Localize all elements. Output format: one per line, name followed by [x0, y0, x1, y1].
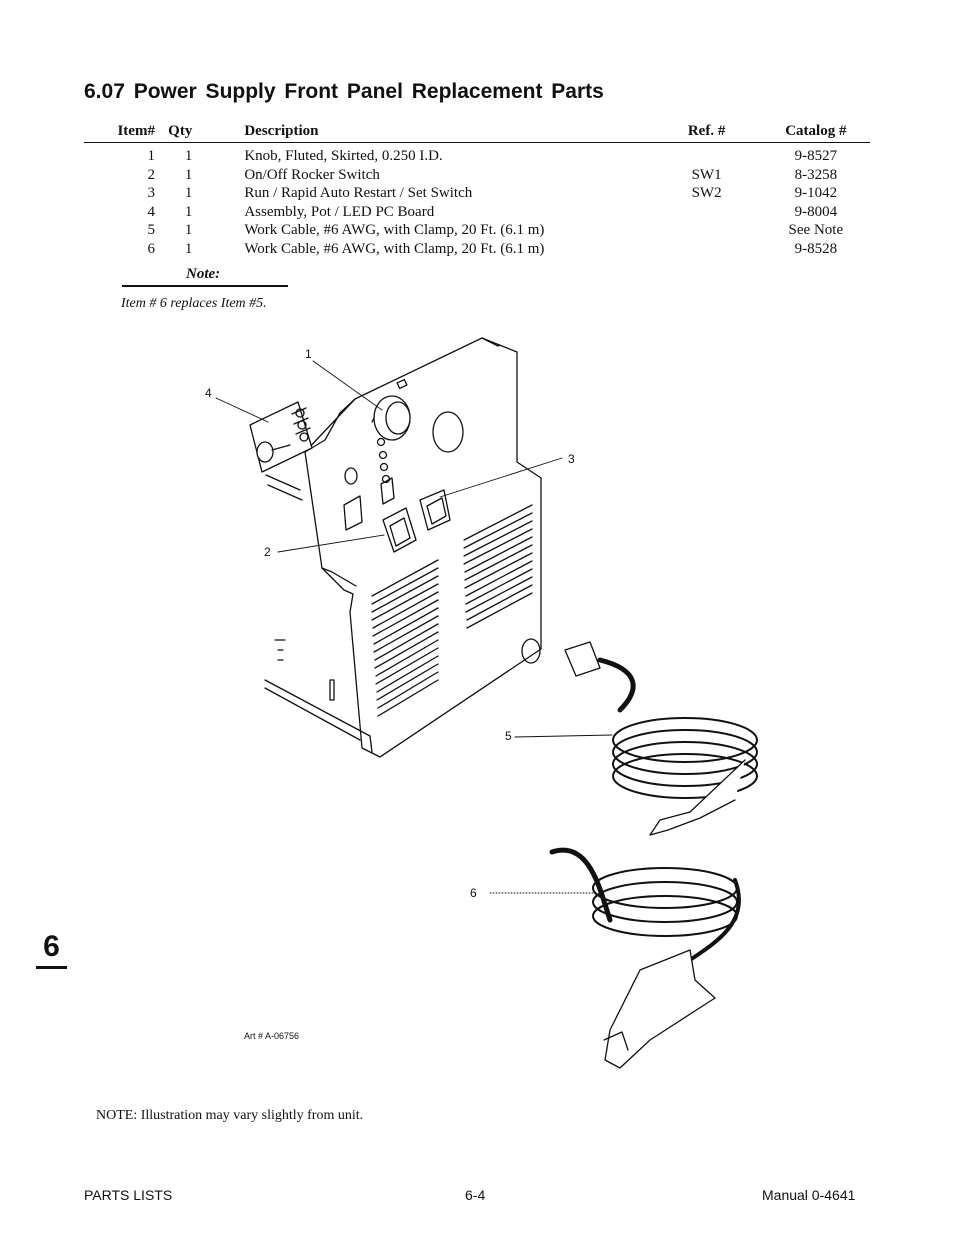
cell-catalog: 9-8004: [794, 203, 838, 220]
cell-ref: [651, 221, 761, 240]
leader-lines: [215, 360, 613, 894]
section-heading: 6.07 Power Supply Front Panel Replacemen…: [84, 80, 604, 103]
table-row: 2 1 On/Off Rocker Switch SW1 8-3258: [84, 166, 870, 185]
illustration-note: NOTE: Illustration may vary slightly fro…: [96, 1108, 364, 1123]
footer-section: PARTS LISTS: [84, 1187, 173, 1203]
cell-catalog: See Note: [788, 222, 844, 239]
toggle-switch-part: [419, 489, 451, 531]
table-row: 3 1 Run / Rapid Auto Restart / Set Switc…: [84, 184, 870, 203]
leader-1: [312, 360, 383, 411]
leader-4: [215, 397, 269, 423]
cell-catalog: 9-1042: [794, 185, 838, 202]
cell-ref: SW2: [691, 185, 722, 202]
leader-3: [439, 457, 563, 498]
cell-description: On/Off Rocker Switch: [244, 166, 380, 183]
callout-5: 5: [505, 729, 512, 743]
callout-2: 2: [264, 545, 271, 559]
cell-qty: 1: [184, 222, 193, 239]
front-panel: [304, 337, 542, 758]
panel-hole-lower: [521, 638, 541, 664]
callout-3: 3: [568, 452, 575, 466]
cell-description: Work Cable, #6 AWG, with Clamp, 20 Ft. (…: [244, 240, 545, 257]
rocker-switch-part: [382, 507, 417, 553]
panel-hole-small: [344, 467, 358, 485]
callout-4: 4: [205, 386, 212, 400]
cell-item: 2: [147, 166, 155, 183]
header-item: Item#: [117, 123, 155, 139]
table-row: 5 1 Work Cable, #6 AWG, with Clamp, 20 F…: [84, 221, 870, 240]
cell-catalog: 9-8528: [794, 240, 838, 257]
cell-ref: [651, 147, 761, 166]
chassis-base: [264, 474, 373, 753]
cell-catalog: 8-3258: [794, 166, 838, 183]
table-body: 1 1 Knob, Fluted, Skirted, 0.250 I.D. 9-…: [84, 143, 870, 259]
cell-qty: 1: [184, 185, 193, 202]
cell-qty: 1: [184, 166, 193, 183]
cell-item: 1: [147, 148, 155, 164]
cell-item: 6: [147, 240, 155, 257]
header-qty: Qty: [168, 123, 193, 139]
leader-2: [277, 534, 385, 553]
section-tab: 6: [36, 928, 67, 969]
table-header: Item# Qty Description Ref. # Catalog #: [84, 120, 870, 143]
header-catalog: Catalog #: [785, 123, 847, 139]
panel-cutout: [343, 495, 363, 531]
cell-description: Assembly, Pot / LED PC Board: [244, 203, 435, 220]
callout-1: 1: [305, 347, 312, 361]
work-cable-clamp: [549, 847, 741, 1069]
parts-table: Item# Qty Description Ref. # Catalog # 1…: [84, 120, 870, 259]
note-text: Item # 6 replaces Item #5.: [121, 296, 267, 311]
led-hole: [376, 437, 386, 447]
panel-cutout-2: [380, 477, 395, 505]
header-description: Description: [244, 123, 319, 139]
note-label: Note:: [122, 266, 288, 287]
led-hole: [381, 474, 391, 484]
led-hole: [378, 450, 388, 460]
work-cable-coiled: [564, 641, 758, 836]
table-row: 6 1 Work Cable, #6 AWG, with Clamp, 20 F…: [84, 240, 870, 259]
pc-board-part: [249, 401, 313, 473]
cell-ref: [651, 203, 761, 222]
leader-5: [514, 734, 613, 738]
art-number: Art # A-06756: [244, 1031, 300, 1041]
cell-description: Knob, Fluted, Skirted, 0.250 I.D.: [244, 148, 443, 164]
parts-illustration: [215, 337, 758, 1069]
callout-6: 6: [470, 886, 477, 900]
cell-qty: 1: [184, 203, 193, 220]
cell-description: Run / Rapid Auto Restart / Set Switch: [244, 185, 473, 202]
led-hole: [379, 462, 389, 472]
cell-ref: [651, 240, 761, 259]
cell-ref: SW1: [691, 166, 722, 183]
cell-item: 3: [147, 185, 155, 202]
cell-item: 4: [147, 203, 155, 220]
cell-item: 5: [147, 222, 155, 239]
louvers-left: [371, 559, 439, 717]
table-row: 1 1 Knob, Fluted, Skirted, 0.250 I.D. 9-…: [84, 147, 870, 166]
table-row: 4 1 Assembly, Pot / LED PC Board 9-8004: [84, 203, 870, 222]
footer-manual-number: Manual 0-4641: [762, 1187, 856, 1203]
cell-description: Work Cable, #6 AWG, with Clamp, 20 Ft. (…: [244, 222, 545, 239]
louvers-right: [463, 504, 533, 629]
cell-qty: 1: [184, 240, 193, 257]
cell-catalog: 9-8527: [794, 148, 838, 164]
cell-qty: 1: [184, 148, 193, 164]
header-ref: Ref. #: [687, 123, 726, 139]
panel-slot: [396, 378, 408, 390]
panel-hole: [432, 411, 464, 453]
footer-page-number: 6-4: [465, 1187, 486, 1203]
knob-part: [371, 395, 411, 441]
